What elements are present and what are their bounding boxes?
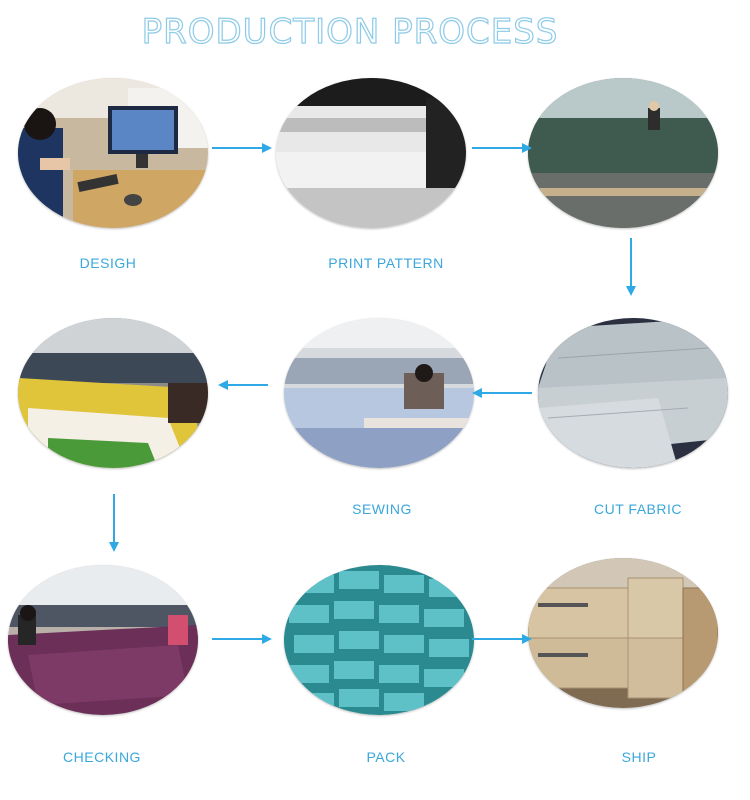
- step-label-checking: CHECKING: [63, 749, 141, 765]
- print-pattern-photo: [276, 78, 466, 228]
- fabric-layers-photo: [538, 318, 728, 468]
- design-photo: [18, 78, 208, 228]
- garment-stacks-photo: [18, 318, 208, 468]
- arrow-left-icon: [472, 386, 532, 400]
- step-label-print-pattern: PRINT PATTERN: [328, 255, 444, 271]
- sewing-photo: [284, 318, 474, 468]
- arrow-right-icon: [212, 632, 272, 646]
- arrow-down-icon: [107, 494, 121, 554]
- page-title: PRODUCTION PROCESS: [141, 11, 559, 52]
- cut-workshop-photo: [528, 78, 718, 228]
- step-label-cut-fabric: CUT FABRIC: [594, 501, 682, 517]
- step-label-ship: SHIP: [621, 749, 657, 765]
- arrow-right-icon: [212, 141, 272, 155]
- arrow-left-icon: [218, 378, 268, 392]
- arrow-down-icon: [624, 238, 638, 298]
- step-label-pack: PACK: [366, 749, 406, 765]
- checking-photo: [8, 565, 198, 715]
- arrow-right-icon: [472, 632, 532, 646]
- ship-photo: [528, 558, 718, 708]
- step-label-design: DESIGH: [79, 255, 137, 271]
- arrow-right-icon: [472, 141, 532, 155]
- pack-photo: [284, 565, 474, 715]
- step-label-sewing: SEWING: [352, 501, 412, 517]
